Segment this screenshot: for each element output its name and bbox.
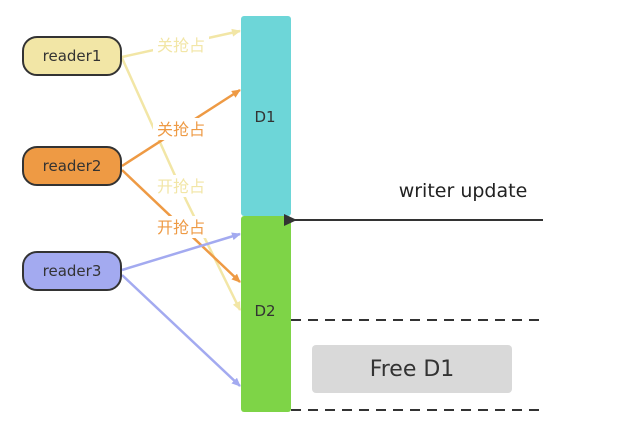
reader3-label: reader3: [43, 262, 102, 280]
reader3-to-d2-bottom-arrow: [121, 274, 241, 387]
free-d1-label: Free D1: [370, 357, 455, 382]
reader2-node: [22, 146, 122, 186]
reader1-node: [22, 36, 122, 76]
reader1-close-preempt-label: 关抢占: [157, 36, 205, 55]
reader3-node: [22, 251, 122, 291]
free-d1-box: [312, 345, 512, 393]
block-d1-label: D1: [254, 108, 275, 126]
reader2-open-preempt-label: 开抢占: [157, 218, 205, 237]
writer-update-label: writer update: [399, 180, 528, 202]
reader3-to-d2-top-arrow: [121, 232, 241, 272]
reader2-close-preempt-label: 关抢占: [157, 120, 205, 139]
reader1-open-preempt-label: 开抢占: [157, 177, 205, 196]
reader2-label: reader2: [43, 157, 102, 175]
block-d2-label: D2: [254, 302, 275, 320]
block-d2: [241, 216, 291, 412]
reader1-open-preempt-arrow: [120, 57, 242, 311]
reader1-label: reader1: [43, 47, 102, 65]
block-d1: [241, 16, 291, 216]
